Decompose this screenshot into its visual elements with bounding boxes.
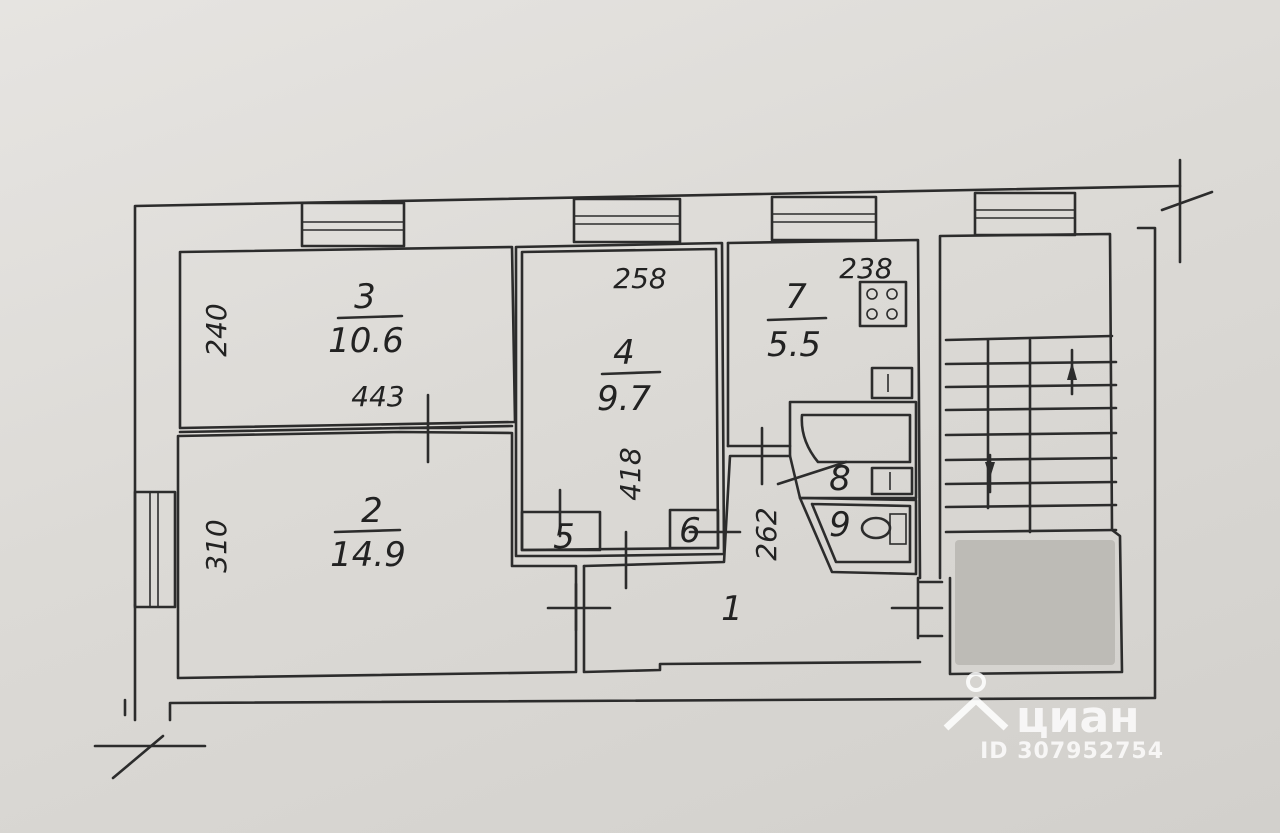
room-9-wc [776,460,918,576]
room-7-kitchen [726,238,922,580]
outer-walls [93,158,1214,780]
dim-room3-depth: 240 [200,303,233,356]
room-6-number: 6 [679,511,701,551]
room-1-corridor [546,426,944,674]
watermark-brand: циан [1016,692,1140,743]
room-2-number: 2 [361,491,383,531]
watermark: циан ID 307952754 [943,672,1164,764]
room-5-number: 5 [553,517,575,557]
dim-corridor-depth: 262 [750,507,783,560]
blurred-area [955,540,1115,665]
room-2 [176,393,578,680]
room-4-area: 9.7 [597,379,651,419]
dim-room4-depth: 418 [614,447,647,500]
room-9-number: 9 [829,505,851,545]
watermark-id: ID 307952754 [980,739,1164,764]
room-8-bath [788,400,918,500]
room-8-number: 8 [829,459,851,499]
dim-room2-depth: 310 [200,519,233,572]
room-4 [514,241,742,590]
windows [133,191,1077,609]
dim-room4-width: 258 [613,262,666,295]
room-7-area: 5.5 [767,325,821,365]
room-3-area: 10.6 [328,321,404,361]
dim-room3-width: 443 [351,380,404,413]
stairwell [938,232,1124,676]
dimension-labels: 443 240 310 258 418 238 262 [200,252,893,573]
room-2-area: 14.9 [330,535,406,575]
room-7-number: 7 [785,277,807,317]
room-3-number: 3 [354,277,376,317]
room-labels: 3 10.6 2 14.9 4 9.7 7 5.5 5 6 1 8 9 [328,277,851,629]
room-4-number: 4 [613,333,635,373]
cian-logo-icon [943,672,1009,731]
dim-room7-width: 238 [839,252,892,285]
room-1-number: 1 [721,589,743,629]
